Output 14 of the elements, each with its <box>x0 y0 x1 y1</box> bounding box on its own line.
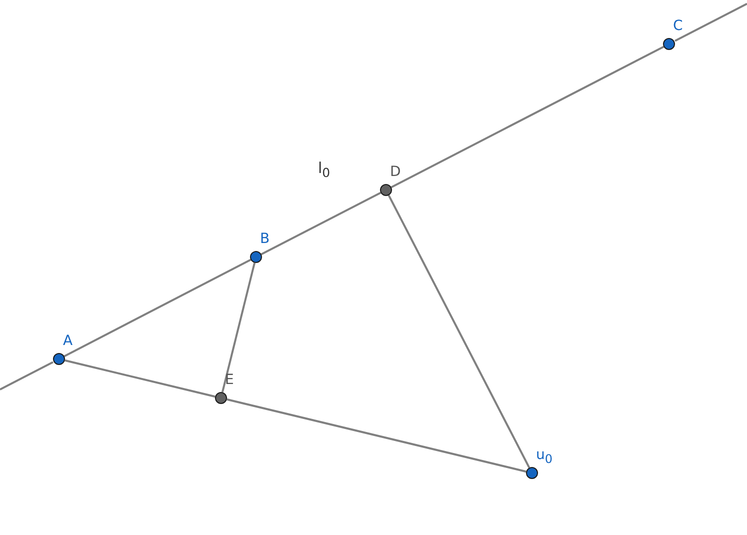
line-segment <box>64 359 216 398</box>
point-label: E <box>225 372 234 388</box>
point-label: u$_{0}$ <box>536 447 553 467</box>
line-segment <box>390 46 664 188</box>
line-segment <box>388 194 530 468</box>
line-segment <box>260 192 382 256</box>
point-label: D <box>390 164 401 180</box>
point-label: B <box>260 231 270 247</box>
line-segment <box>226 398 526 473</box>
point-label: C <box>673 18 683 34</box>
point-label: A <box>63 333 73 349</box>
line-segment <box>64 258 252 358</box>
line-name: l$_{0}$ <box>318 160 330 181</box>
line-segment <box>221 262 256 392</box>
